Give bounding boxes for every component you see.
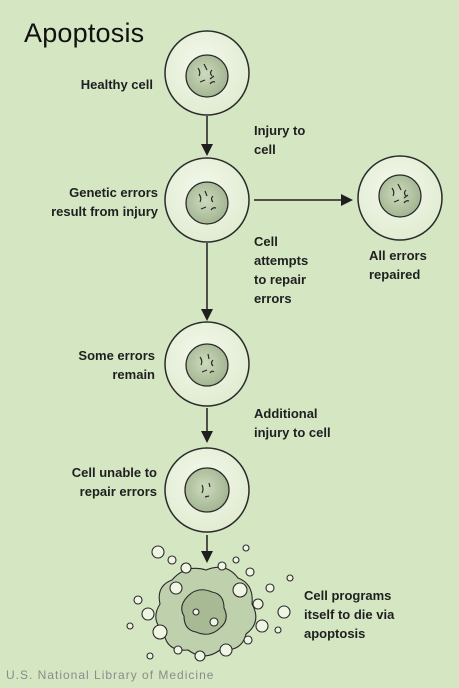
injured-cell-icon	[165, 158, 249, 242]
some-errors-cell-icon	[165, 322, 249, 406]
page-title: Apoptosis	[24, 18, 144, 49]
label-all-repaired: All errors repaired	[369, 246, 427, 284]
label-healthy-cell: Healthy cell	[81, 75, 153, 94]
label-apoptosis: Cell programs itself to die via apoptosi…	[304, 586, 394, 643]
apoptotic-cell-icon	[127, 545, 293, 661]
repaired-cell-icon	[358, 156, 442, 240]
label-additional-injury: Additional injury to cell	[254, 404, 331, 442]
damaged-cell-icon	[165, 448, 249, 532]
label-injury-to-cell: Injury to cell	[254, 121, 305, 159]
label-repair-attempt: Cell attempts to repair errors	[254, 232, 308, 308]
healthy-cell-icon	[165, 31, 249, 115]
label-some-errors: Some errors remain	[78, 346, 155, 384]
source-credit: U.S. National Library of Medicine	[6, 668, 214, 682]
label-unable-to-repair: Cell unable to repair errors	[72, 463, 157, 501]
label-genetic-errors: Genetic errors result from injury	[51, 183, 158, 221]
